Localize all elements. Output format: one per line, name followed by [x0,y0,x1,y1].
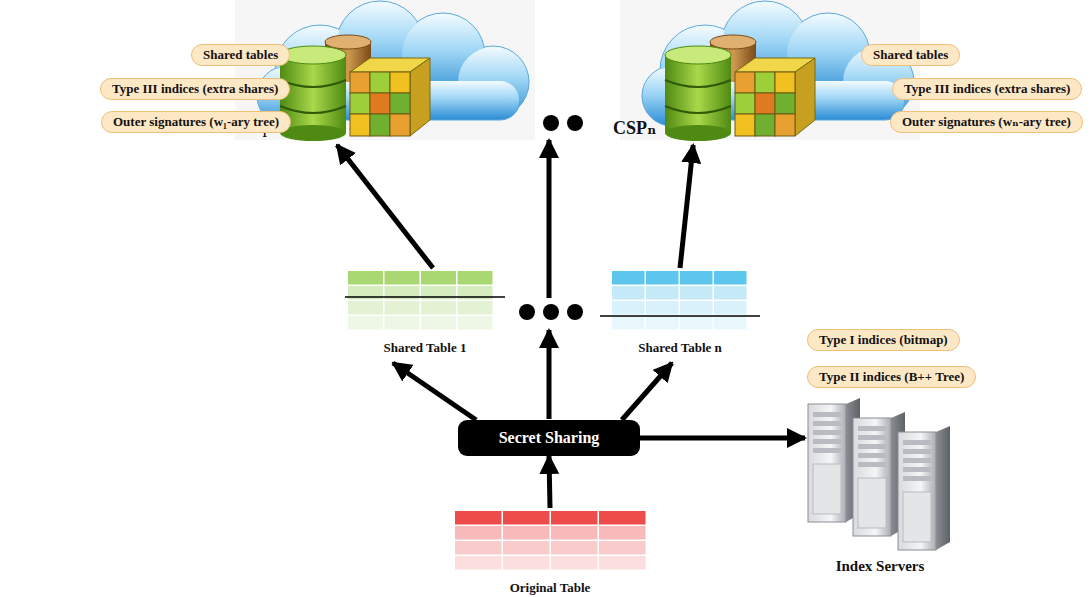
flow-arrow [680,145,693,268]
flow-arrow [393,363,476,420]
table-illustration [600,268,760,338]
index-pill: Type II indices (B++ Tree) [807,366,978,388]
flow-arrow [337,145,433,268]
table-figure: Original Table [450,508,650,597]
flow-arrow [549,456,550,508]
server-caption: Index Servers [805,558,955,575]
pill-label: Type I indices (bitmap) [807,329,960,351]
server-illustration [805,398,955,583]
process-box: Secret Sharing [458,420,640,456]
table-caption: Original Table [450,580,650,596]
pill-label: Shared tables [861,44,960,66]
table-figure: Shared Table n [600,268,760,363]
process-label: Secret Sharing [499,429,600,447]
ellipsis-dots [519,115,583,320]
pill-label: Type II indices (B++ Tree) [807,366,976,388]
middle-arrow [547,330,552,419]
index-pill: Shared tables [191,44,292,66]
cloud-provider: CSPₙ [610,0,930,145]
pill-label: Type III indices (extra shares) [100,78,290,100]
pill-label: Shared tables [191,44,290,66]
index-pill: Type I indices (bitmap) [807,329,961,351]
flow-arrow [622,363,672,420]
provider-label: CSPₙ [610,117,656,139]
index-pill: Type III indices (extra shares) [100,78,292,100]
table-illustration [345,268,505,338]
index-pill: Type III indices (extra shares) [892,78,1084,100]
table-caption: Shared Table 1 [345,340,505,356]
index-pill: Outer signatures (w₁-ary tree) [101,111,292,133]
pill-label: Outer signatures (wₙ-ary tree) [890,111,1083,133]
table-figure: Shared Table 1 [345,268,505,363]
server-figure: Index Servers [805,398,955,583]
table-illustration [450,508,650,578]
table-caption: Shared Table n [600,340,760,356]
pill-label: Type III indices (extra shares) [892,78,1082,100]
cloud-illustration [610,0,930,145]
index-pill: Outer signatures (wₙ-ary tree) [890,111,1084,133]
index-pill: Shared tables [861,44,962,66]
middle-arrow [547,140,552,298]
flow-arrow [640,436,805,441]
pill-label: Outer signatures (w₁-ary tree) [101,111,291,133]
